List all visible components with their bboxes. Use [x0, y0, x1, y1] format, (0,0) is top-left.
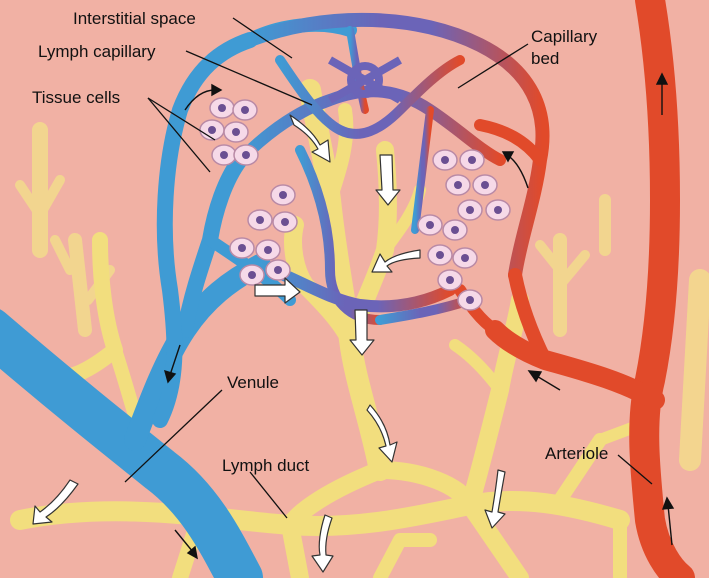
cell-nucleus [238, 244, 246, 252]
cell-nucleus [454, 181, 462, 189]
label-lymph-capillary: Lymph capillary [38, 42, 156, 61]
cell-nucleus [279, 191, 287, 199]
cell-nucleus [494, 206, 502, 214]
cell-nucleus [481, 181, 489, 189]
cell-nucleus [468, 156, 476, 164]
cell-nucleus [466, 296, 474, 304]
cell-nucleus [218, 104, 226, 112]
cell-nucleus [451, 226, 459, 234]
label-capillary-bed-line1: Capillary [531, 27, 598, 46]
cell-nucleus [241, 106, 249, 114]
cell-nucleus [242, 151, 250, 159]
cell-nucleus [274, 266, 282, 274]
cell-nucleus [281, 218, 289, 226]
label-tissue-cells: Tissue cells [32, 88, 120, 107]
label-arteriole: Arteriole [545, 444, 608, 463]
cell-nucleus [436, 251, 444, 259]
cell-nucleus [220, 151, 228, 159]
cell-nucleus [256, 216, 264, 224]
cell-nucleus [426, 221, 434, 229]
label-venule: Venule [227, 373, 279, 392]
cell-nucleus [441, 156, 449, 164]
cell-nucleus [248, 271, 256, 279]
cell-nucleus [264, 246, 272, 254]
cell-nucleus [466, 206, 474, 214]
label-capillary-bed-line2: bed [531, 49, 559, 68]
label-interstitial-space: Interstitial space [73, 9, 196, 28]
label-lymph-duct: Lymph duct [222, 456, 310, 475]
cell-nucleus [461, 254, 469, 262]
cell-nucleus [208, 126, 216, 134]
cell-nucleus [232, 128, 240, 136]
cell-nucleus [446, 276, 454, 284]
